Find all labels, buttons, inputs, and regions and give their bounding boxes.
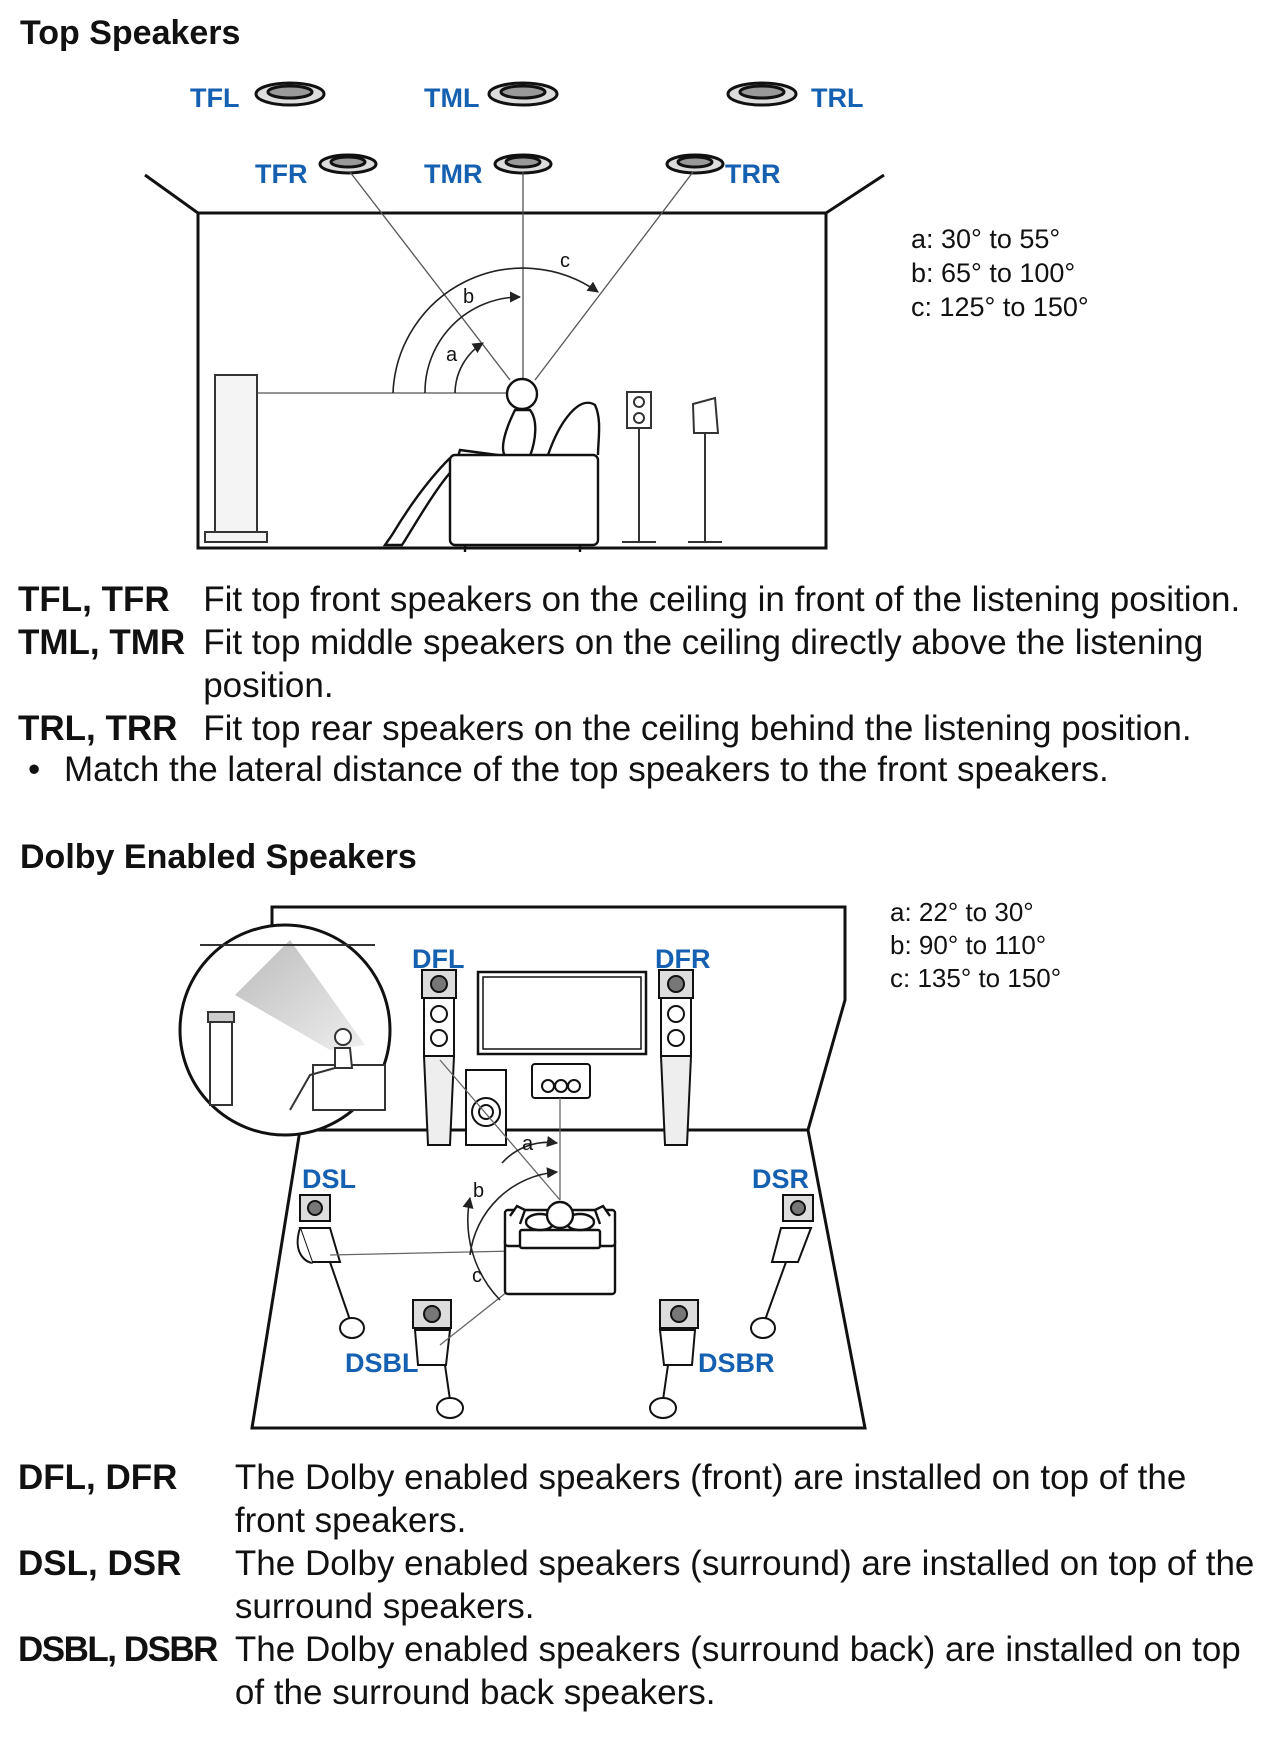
dfl-speaker-icon	[421, 969, 457, 1146]
desc-row-dsl-dsr: DSL, DSR The Dolby enabled speakers (sur…	[18, 1542, 1258, 1628]
dolby-speakers-heading: Dolby Enabled Speakers	[20, 838, 417, 876]
tmr-speaker-icon	[493, 153, 553, 175]
desc-term: TRL, TRR	[18, 709, 178, 748]
top-speakers-diagram: TFL TML TRL TFR TMR TRR a b c	[144, 81, 885, 552]
angle-c-label: c	[472, 1265, 482, 1287]
dfl-label: DFL	[412, 944, 464, 974]
dsbr-speaker-icon	[649, 1299, 699, 1419]
tv-icon	[476, 970, 648, 1056]
tfl-label: TFL	[190, 83, 239, 113]
desc-row-dfl-dfr: DFL, DFR The Dolby enabled speakers (fro…	[18, 1456, 1258, 1542]
subwoofer-icon	[465, 1069, 507, 1146]
dfr-speaker-icon	[658, 969, 694, 1146]
sight-lines	[255, 171, 694, 394]
trl-label: TRL	[811, 83, 863, 113]
top-speakers-note: • Match the lateral distance of the top s…	[28, 748, 1109, 791]
dsr-label: DSR	[752, 1164, 809, 1194]
dsl-speaker-icon	[296, 1194, 365, 1339]
trr-label: TRR	[725, 159, 781, 189]
angle-a-label: a	[522, 1133, 534, 1155]
desc-text: Fit top middle speakers on the ceiling d…	[203, 623, 1204, 705]
top-range-a: a: 30° to 55°	[911, 224, 1061, 254]
desc-row-dsbl-dsbr: DSBL, DSBR The Dolby enabled speakers (s…	[18, 1628, 1258, 1714]
trl-speaker-icon	[726, 81, 798, 107]
desc-text: The Dolby enabled speakers (surround bac…	[234, 1630, 1241, 1712]
desc-text: The Dolby enabled speakers (surround) ar…	[234, 1544, 1255, 1626]
bullet-icon: •	[28, 750, 41, 789]
angle-b-label: b	[463, 286, 474, 308]
desc-term: DSBL, DSBR	[18, 1630, 218, 1669]
dsl-label: DSL	[302, 1164, 356, 1194]
listener-in-chair-icon	[503, 1200, 617, 1296]
angle-b-label: b	[473, 1180, 484, 1202]
trr-speaker-icon	[665, 153, 725, 175]
surround-back-speaker-icon	[688, 396, 722, 543]
dsbr-label: DSBR	[698, 1348, 775, 1378]
desc-term: DFL, DFR	[18, 1458, 178, 1497]
desc-term: DSL, DSR	[18, 1544, 182, 1583]
dolby-speakers-descriptions: DFL, DFR The Dolby enabled speakers (fro…	[18, 1456, 1258, 1714]
dsbl-speaker-icon	[412, 1299, 464, 1419]
front-speaker-icon	[204, 374, 268, 543]
tfl-speaker-icon	[254, 81, 326, 107]
tml-speaker-icon	[487, 81, 559, 107]
dolby-speakers-diagram: DFL DFR DSL DSR DSBL DSBR	[178, 905, 867, 1430]
surround-speaker-icon	[622, 391, 656, 543]
desc-text: Fit top rear speakers on the ceiling beh…	[203, 709, 1192, 748]
angle-a-label: a	[446, 344, 458, 366]
top-range-c: c: 125° to 150°	[911, 292, 1089, 322]
dolby-range-b: b: 90° to 110°	[890, 930, 1047, 960]
listener-in-chair-icon	[382, 377, 601, 552]
dolby-angle-ranges: a: 22° to 30° b: 90° to 110° c: 135° to …	[890, 896, 1061, 995]
dolby-range-c: c: 135° to 150°	[890, 963, 1062, 993]
desc-row-tml-tmr: TML, TMR Fit top middle speakers on the …	[18, 621, 1258, 707]
desc-term: TML, TMR	[18, 623, 186, 662]
angle-c-label: c	[560, 250, 570, 272]
top-speakers-descriptions: TFL, TFR Fit top front speakers on the c…	[18, 578, 1258, 750]
desc-text: The Dolby enabled speakers (front) are i…	[234, 1458, 1187, 1540]
top-range-b: b: 65° to 100°	[911, 258, 1076, 288]
tfr-speaker-icon	[318, 153, 378, 175]
angle-arcs	[392, 267, 599, 394]
top-speakers-heading: Top Speakers	[20, 14, 241, 52]
side-view-inset	[178, 923, 392, 1137]
ceiling-speaker-icons	[254, 81, 798, 175]
desc-term: TFL, TFR	[18, 580, 170, 619]
angle-arcs	[462, 1136, 559, 1301]
dsbl-label: DSBL	[345, 1348, 419, 1378]
tfr-label: TFR	[255, 159, 307, 189]
tmr-label: TMR	[424, 159, 482, 189]
desc-row-tfl-tfr: TFL, TFR Fit top front speakers on the c…	[18, 578, 1258, 621]
center-speaker-icon	[531, 1063, 591, 1099]
note-text: Match the lateral distance of the top sp…	[64, 750, 1109, 789]
top-angle-ranges: a: 30° to 55° b: 65° to 100° c: 125° to …	[911, 222, 1089, 324]
desc-row-trl-trr: TRL, TRR Fit top rear speakers on the ce…	[18, 707, 1258, 750]
room-outline	[144, 173, 885, 550]
dsr-speaker-icon	[750, 1194, 814, 1339]
dfr-label: DFR	[655, 944, 711, 974]
tml-label: TML	[424, 83, 479, 113]
dolby-range-a: a: 22° to 30°	[890, 897, 1034, 927]
desc-text: Fit top front speakers on the ceiling in…	[203, 580, 1241, 619]
